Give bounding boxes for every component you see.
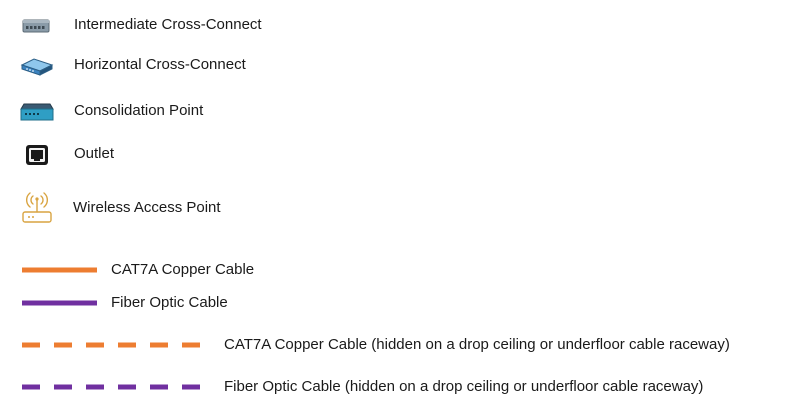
horizontal-cross-connect-label: Horizontal Cross-Connect [74,56,246,73]
copper-cable-dashed-line [22,342,200,348]
consolidation-point-icon [20,103,54,121]
intermediate-cross-connect-icon [22,19,50,33]
copper-cable-dashed-label: CAT7A Copper Cable (hidden on a drop cei… [224,336,730,353]
fiber-cable-dashed-label: Fiber Optic Cable (hidden on a drop ceil… [224,378,704,395]
copper-cable-solid-line [22,267,97,273]
fiber-cable-dashed-line [22,384,200,390]
outlet-icon [26,145,48,165]
horizontal-cross-connect-icon [20,58,54,76]
wireless-access-point-icon [22,192,52,223]
wireless-access-point-label: Wireless Access Point [73,199,221,216]
outlet-label: Outlet [74,145,115,162]
fiber-cable-solid-label: Fiber Optic Cable [111,294,228,311]
consolidation-point-label: Consolidation Point [74,102,204,119]
intermediate-cross-connect-label: Intermediate Cross-Connect [74,16,262,33]
fiber-cable-solid-line [22,300,97,306]
copper-cable-solid-label: CAT7A Copper Cable [111,261,255,278]
